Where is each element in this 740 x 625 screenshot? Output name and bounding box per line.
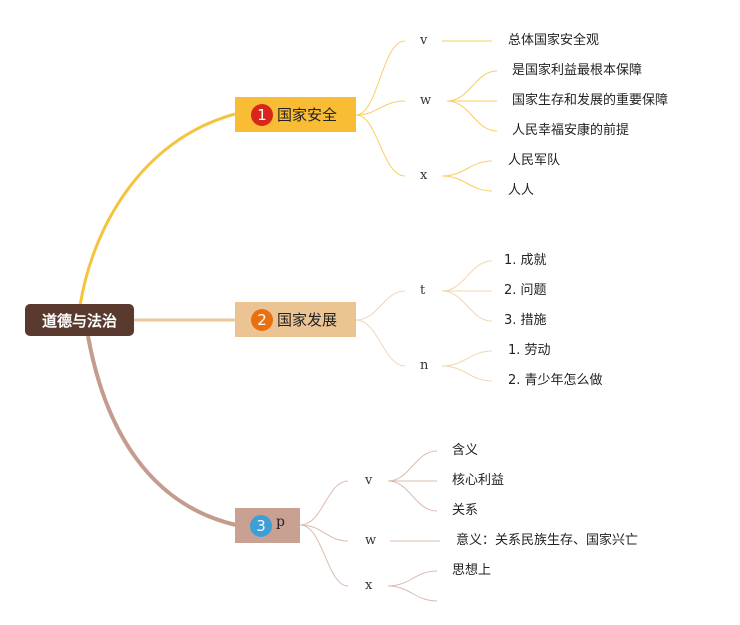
item-2-1-1[interactable]: 1. 成就 (504, 253, 547, 268)
item-3-1-3[interactable]: 关系 (452, 503, 479, 518)
item-2-2-1[interactable]: 1. 劳动 (508, 343, 551, 358)
topic-national-development[interactable]: 2 国家发展 (235, 302, 356, 337)
item-1-2-1[interactable]: 是国家利益最根本保障 (512, 63, 643, 78)
group-2-2-label[interactable]: n (420, 358, 429, 373)
group-2-1-label[interactable]: t (420, 283, 426, 298)
item-1-2-2[interactable]: 国家生存和发展的重要保障 (512, 93, 669, 108)
item-3-1-1[interactable]: 含义 (452, 443, 479, 458)
item-2-1-2[interactable]: 2. 问题 (504, 283, 547, 298)
root-label: 道德与法治 (41, 311, 117, 330)
topic-2-label: 国家发展 (277, 311, 338, 329)
item-2-2-2[interactable]: 2. 青少年怎么做 (508, 373, 603, 388)
badge-1: 1 (251, 103, 273, 126)
item-1-2-3[interactable]: 人民幸福安康的前提 (512, 123, 630, 138)
group-1-3-label[interactable]: x (420, 168, 428, 183)
group-3-1-label[interactable]: v (365, 473, 373, 488)
group-1-2-label[interactable]: w (420, 93, 432, 108)
links-topic-3 (299, 450, 440, 602)
topic-1-label: 国家安全 (277, 106, 338, 124)
item-3-3-1[interactable]: 思想上 (452, 563, 492, 578)
topic-3[interactable]: 3 p (235, 508, 300, 543)
item-1-3-1[interactable]: 人民军队 (508, 153, 561, 168)
item-2-1-3[interactable]: 3. 措施 (504, 313, 547, 328)
group-1-1-label[interactable]: v (420, 33, 428, 48)
item-1-3-2[interactable]: 人人 (508, 183, 535, 198)
item-1-1-1[interactable]: 总体国家安全观 (508, 33, 600, 48)
group-3-3-label[interactable]: x (365, 578, 373, 593)
link-root-topic-3 (86, 335, 237, 527)
badge-3: 3 (250, 514, 272, 537)
item-3-2-1[interactable]: 意义：关系民族生存、国家兴亡 (456, 533, 639, 548)
links-topic-1 (355, 40, 498, 192)
badge-2: 2 (251, 308, 273, 331)
item-3-1-2[interactable]: 核心利益 (452, 473, 505, 488)
links-topic-2 (355, 260, 493, 382)
topic-3-label: p (276, 513, 285, 530)
topic-national-security[interactable]: 1 国家安全 (235, 97, 356, 132)
group-3-2-label[interactable]: w (365, 533, 377, 548)
root-node[interactable]: 道德与法治 (25, 304, 134, 336)
link-root-topic-1 (78, 112, 236, 307)
